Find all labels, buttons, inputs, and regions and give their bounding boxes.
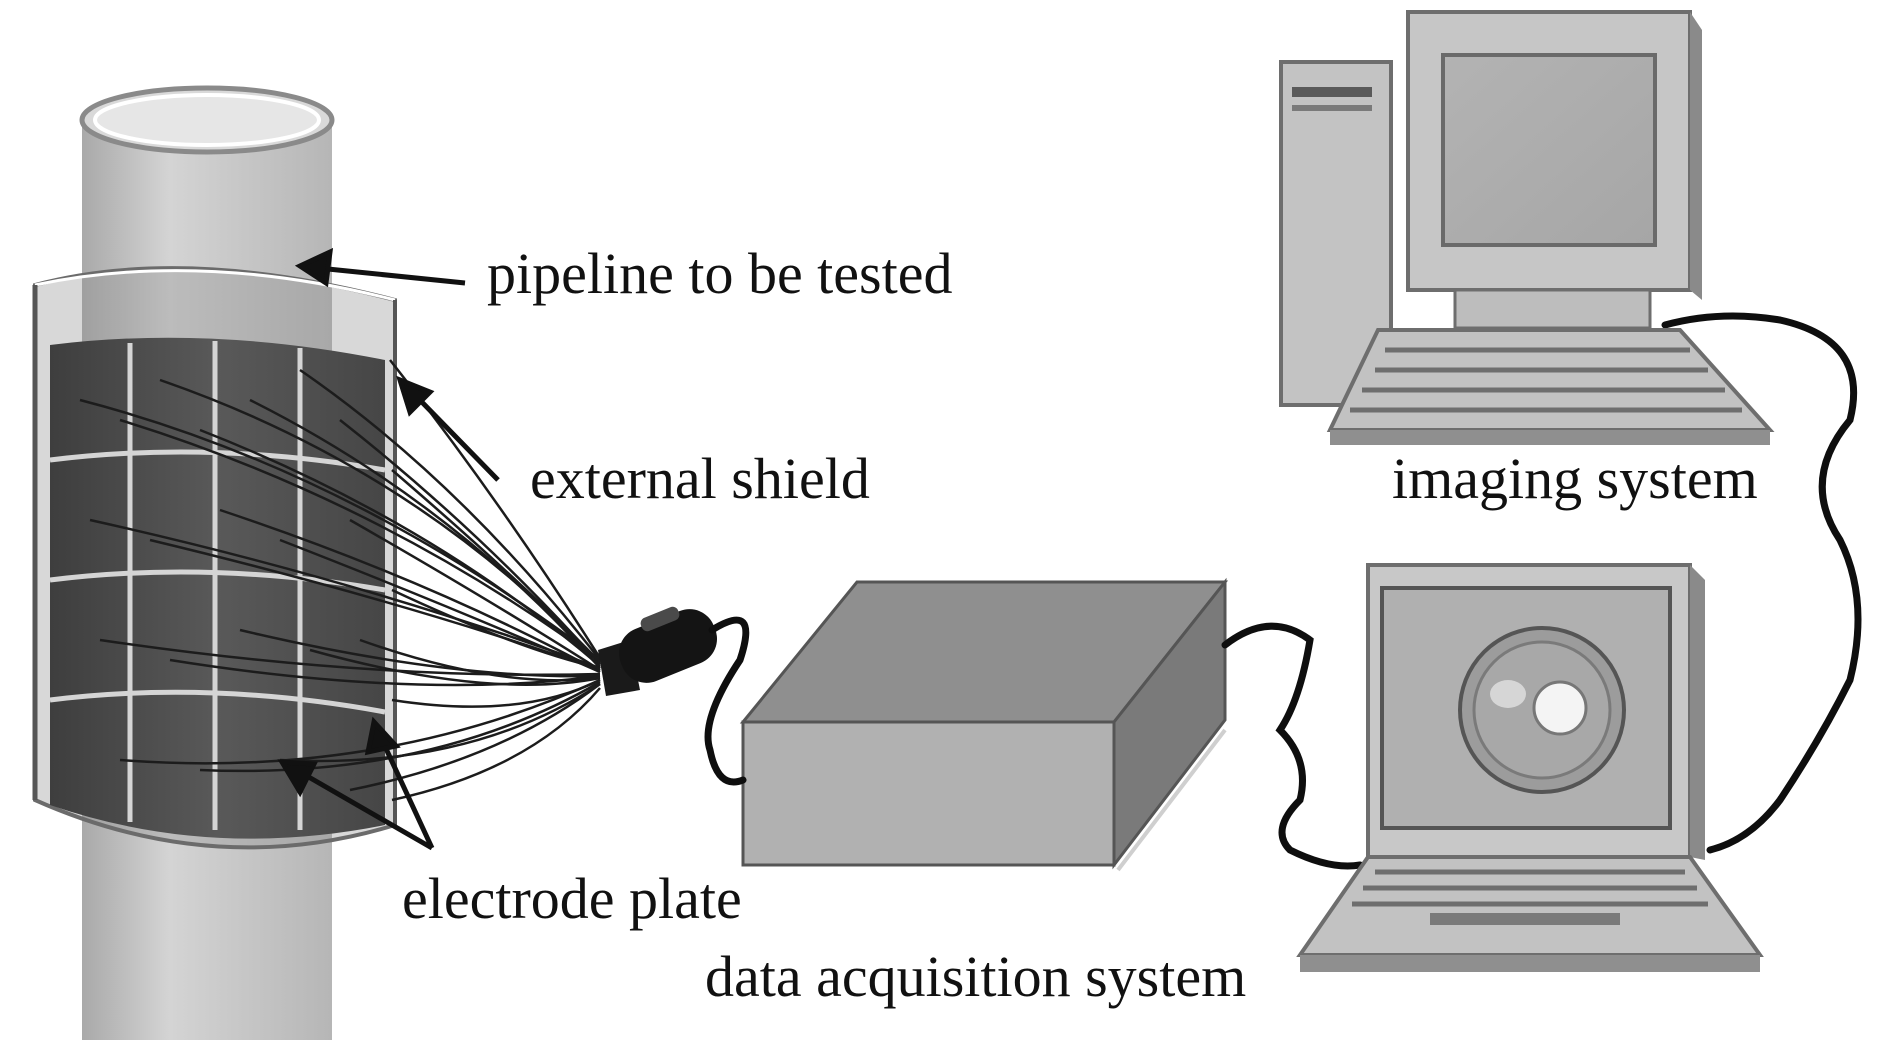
desktop-screen [1441, 53, 1657, 247]
cable-daq-to-laptop [1221, 622, 1364, 870]
laptop-computer [1296, 563, 1764, 972]
daq-box [739, 577, 1229, 872]
cable-plug-to-daq [704, 616, 750, 786]
desktop-keyboard [1326, 328, 1775, 432]
tomography-image [1458, 626, 1626, 794]
label-external-shield: external shield [530, 446, 870, 511]
label-electrode-plate: electrode plate [402, 866, 742, 931]
cable-laptop-to-desktop [1661, 312, 1862, 854]
label-imaging-system: imaging system [1392, 446, 1758, 511]
label-pipeline: pipeline to be tested [487, 241, 953, 306]
desktop-computer [1279, 10, 1775, 445]
pointer-arrows [277, 247, 500, 851]
label-data-acquisition-system: data acquisition system [705, 944, 1247, 1009]
daq-box-front [741, 720, 1116, 867]
connector-plug [598, 606, 718, 696]
cables [704, 312, 1862, 870]
electrode-wires [79, 359, 602, 802]
